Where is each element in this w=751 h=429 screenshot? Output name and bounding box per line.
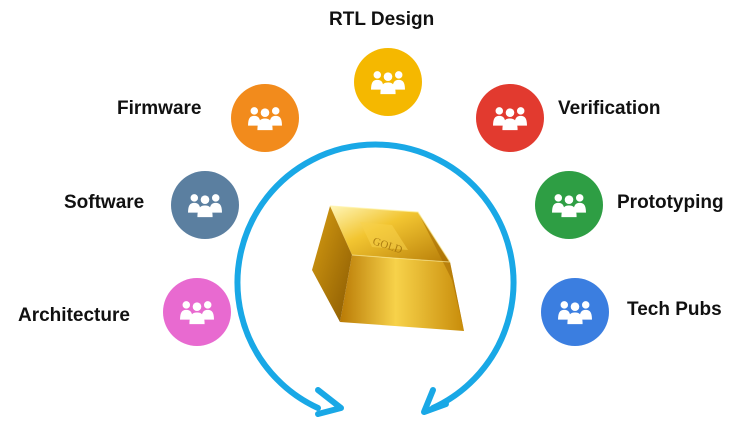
- team-label-software: Software: [64, 192, 145, 213]
- team-circle: [171, 171, 239, 239]
- team-circle: [476, 84, 544, 152]
- team-node-verification: [476, 84, 544, 152]
- team-circle: [354, 48, 422, 116]
- team-node-software: [171, 171, 239, 239]
- team-label-firmware: Firmware: [117, 98, 202, 119]
- team-circle: [231, 84, 299, 152]
- team-label-tech-pubs: Tech Pubs: [627, 299, 722, 320]
- cycle-arrow: [234, 141, 517, 417]
- team-label-verification: Verification: [558, 98, 661, 119]
- team-circle: [163, 278, 231, 346]
- team-node-prototyping: [535, 171, 603, 239]
- team-node-rtl-design: [354, 48, 422, 116]
- team-label-rtl-design: RTL Design: [329, 9, 435, 30]
- team-node-tech-pubs: [541, 278, 609, 346]
- team-circle: [535, 171, 603, 239]
- team-label-prototyping: Prototyping: [617, 192, 724, 213]
- team-label-architecture: Architecture: [18, 305, 130, 326]
- team-circle: [541, 278, 609, 346]
- team-node-firmware: [231, 84, 299, 152]
- gold-bar-icon: GOLD: [312, 205, 464, 331]
- team-node-architecture: [163, 278, 231, 346]
